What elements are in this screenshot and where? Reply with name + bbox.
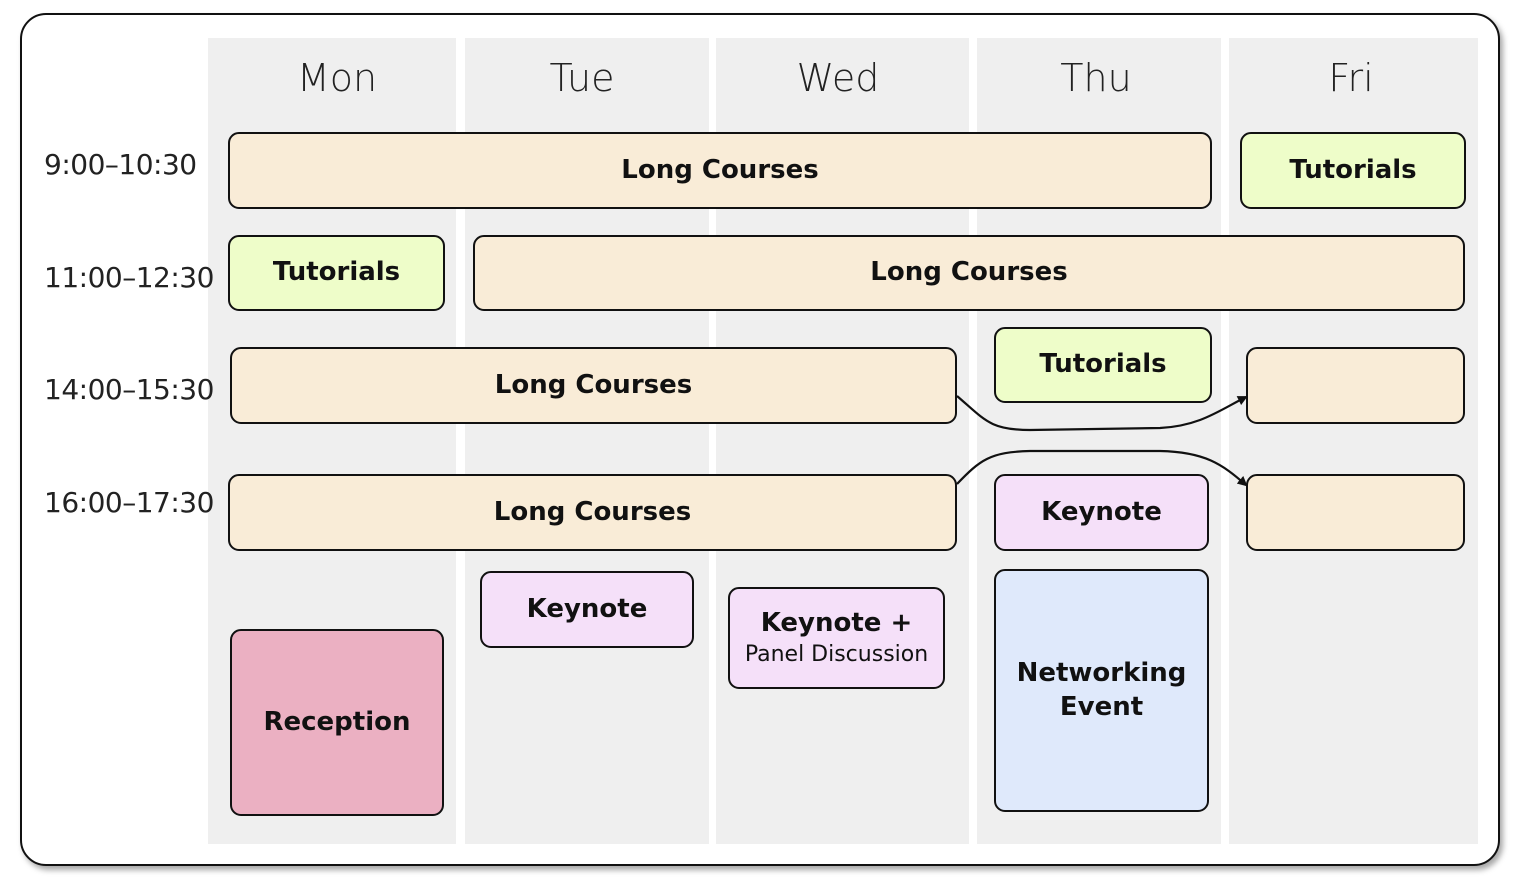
- time-slot-3: 14:00–15:30: [44, 373, 214, 406]
- event-label: Keynote: [526, 593, 648, 624]
- event-networking-thu: Networking Event: [994, 569, 1209, 812]
- day-header-tue: Tue: [549, 56, 615, 100]
- event-long-courses-mon-thu-slot1: Long Courses: [228, 132, 1212, 209]
- event-tutorials-fri-slot1: Tutorials: [1240, 132, 1466, 209]
- event-long-courses-mon-wed-slot3: Long Courses: [230, 347, 957, 424]
- event-label: Reception: [263, 706, 411, 737]
- event-keynote-tue: Keynote: [480, 571, 694, 648]
- event-reception-mon: Reception: [230, 629, 444, 816]
- arrow-long-courses-slot4-to-fri: [956, 449, 1248, 487]
- day-header-mon: Mon: [296, 56, 378, 100]
- event-label: Tutorials: [1039, 349, 1167, 380]
- event-label: Long Courses: [621, 154, 819, 185]
- event-tutorials-mon-slot2: Tutorials: [228, 235, 445, 311]
- event-tutorials-thu-slot3: Tutorials: [994, 327, 1212, 403]
- time-slot-4: 16:00–17:30: [44, 486, 214, 519]
- event-long-courses-tue-fri-slot2: Long Courses: [473, 235, 1465, 311]
- day-header-wed: Wed: [796, 56, 880, 100]
- event-label: Networking Event: [1016, 657, 1187, 722]
- event-long-courses-continuation-fri-slot3: [1246, 347, 1465, 424]
- time-slot-2: 11:00–12:30: [44, 261, 214, 294]
- event-long-courses-continuation-fri-slot4: [1246, 474, 1465, 551]
- event-label: Tutorials: [272, 257, 401, 288]
- time-slot-1: 9:00–10:30: [44, 148, 197, 181]
- event-label: Keynote +: [760, 607, 913, 638]
- event-label: Keynote: [1041, 496, 1162, 527]
- event-long-courses-mon-wed-slot4: Long Courses: [228, 474, 957, 551]
- arrow-long-courses-slot3-to-fri: [956, 395, 1248, 432]
- event-label: Long Courses: [870, 257, 1068, 288]
- event-sublabel: Panel Discussion: [744, 641, 929, 667]
- event-label: Tutorials: [1289, 154, 1417, 185]
- day-header-thu: Thu: [1060, 56, 1132, 100]
- event-keynote-panel-wed: Keynote + Panel Discussion: [728, 587, 945, 689]
- event-label: Long Courses: [493, 496, 692, 527]
- event-label: Long Courses: [494, 369, 693, 400]
- day-header-fri: Fri: [1328, 56, 1374, 100]
- event-keynote-thu: Keynote: [994, 474, 1209, 551]
